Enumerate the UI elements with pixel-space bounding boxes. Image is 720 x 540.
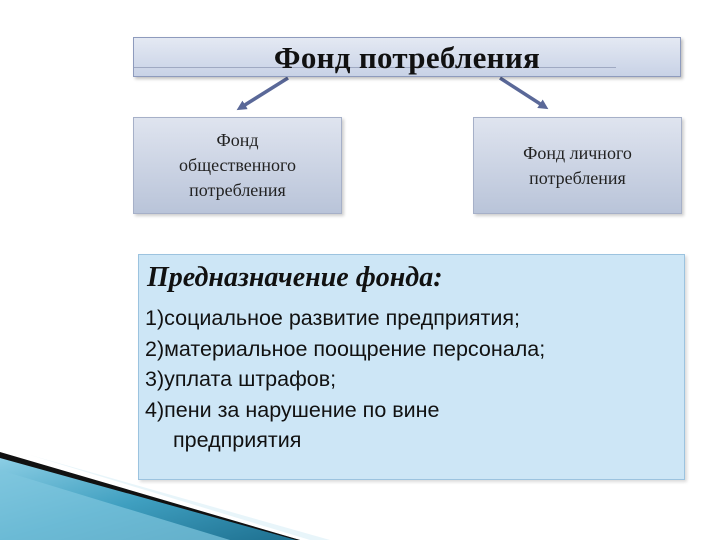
purpose-heading: Предназначение фонда: xyxy=(147,262,443,293)
public-consumption-fund-label: Фонд общественного потребления xyxy=(179,130,296,200)
personal-consumption-fund-box: Фонд личного потребления xyxy=(473,117,682,214)
purpose-item-3: 3)уплата штрафов; xyxy=(145,367,337,391)
arrow-right-down-icon xyxy=(499,76,549,110)
page-title: Фонд потребления xyxy=(273,40,541,75)
corner-decoration xyxy=(0,452,330,540)
purpose-item-2: 2)материальное поощрение персонала; xyxy=(145,336,546,361)
purpose-item-1: 1)социальное развитие предприятия; xyxy=(145,306,520,330)
title-box: Фонд потребления xyxy=(133,37,681,77)
personal-consumption-fund-label: Фонд личного потребления xyxy=(523,142,632,188)
purpose-list: 1)социальное развитие предприятия; 2)мат… xyxy=(145,303,545,456)
purpose-item-4-continued: предприятия xyxy=(173,428,302,452)
arrow-left-down-icon xyxy=(236,76,289,111)
public-consumption-fund-box: Фонд общественного потребления xyxy=(133,117,342,214)
title-underline xyxy=(134,67,616,68)
purpose-item-4: 4)пени за нарушение по вине xyxy=(145,397,440,422)
purpose-box: Предназначение фонда: 1)социальное разви… xyxy=(138,254,685,480)
